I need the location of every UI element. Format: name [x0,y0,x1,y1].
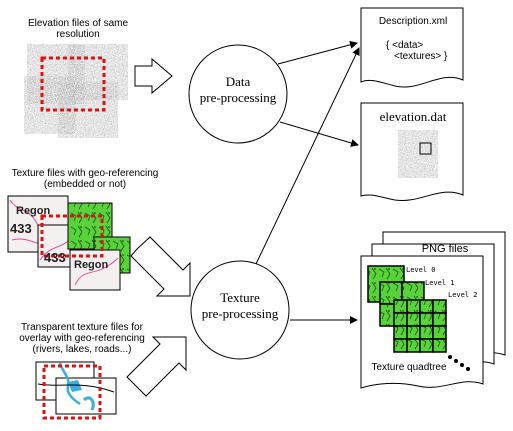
elevation-to-data-arrow [134,57,173,95]
elevation-dat-heightmap [398,130,438,178]
data-preprocessing-label-line2: pre-processing [199,90,277,105]
elevation-files-label: Elevation files of same resolution [22,18,134,40]
map-label-number: 433 [10,221,32,236]
map-label-number-2: 433 [44,250,66,265]
texture-files-label-line2: (embedded or not) [43,179,127,190]
texture-preprocessing-label-line2: pre-processing [201,306,279,321]
elevation-file-stack [23,43,129,139]
data-preprocessing-label-line1: Data [225,74,251,89]
data-preprocessing-label: Data pre-processing [190,74,286,106]
quadtree-level-1-label: Level 1 [425,279,455,287]
map-label-place: Regon [16,205,51,217]
map-label-place-2: Regon [74,259,109,271]
elevation-dat-selection [419,142,432,155]
texture-files-label: Texture files with geo-referencing (embe… [2,168,168,190]
png-files-caption: Texture quadtree [371,362,447,373]
overlay-files-label-line1: Transparent texture files for [21,322,143,333]
overlay-files-label-line3: (rivers, lakes, roads...) [32,344,132,355]
texture-quadtree [367,265,470,371]
quadtree-level-0-label: Level 0 [406,266,436,274]
texture-files-label-line1: Texture files with geo-referencing [11,168,159,179]
description-xml-document [360,7,464,88]
elevation-dat-title: elevation.dat [379,109,447,124]
overlay-files-label: Transparent texture files for overlay wi… [8,322,156,355]
description-xml-line2: <textures> } [394,51,448,62]
quadtree-ellipsis-dots [448,355,470,371]
description-xml-line1: { <data> [386,40,424,51]
overlay-to-texture-arrow [126,336,187,397]
png-files-title: PNG files [421,243,469,255]
overlay-file-stack [35,361,117,420]
texture-preprocessing-label: Texture pre-processing [192,290,288,322]
elevation-files-label-line1: Elevation files of same [27,18,129,29]
output-arrows [255,40,360,324]
overlay-files-label-line2: overlay with geo-referencing [19,333,145,344]
quadtree-level-2-tiles [393,299,447,353]
texture-to-texture-arrow [130,236,191,297]
elevation-files-label-line2: resolution [56,29,100,40]
texture-map-stack [7,195,131,291]
texture-preprocessing-label-line1: Texture [220,290,260,305]
quadtree-level-2-label: Level 2 [448,291,478,299]
texture-preprocessing-circle [190,260,290,360]
description-xml-title: Description.xml [378,16,448,27]
data-preprocessing-circle [188,44,288,144]
